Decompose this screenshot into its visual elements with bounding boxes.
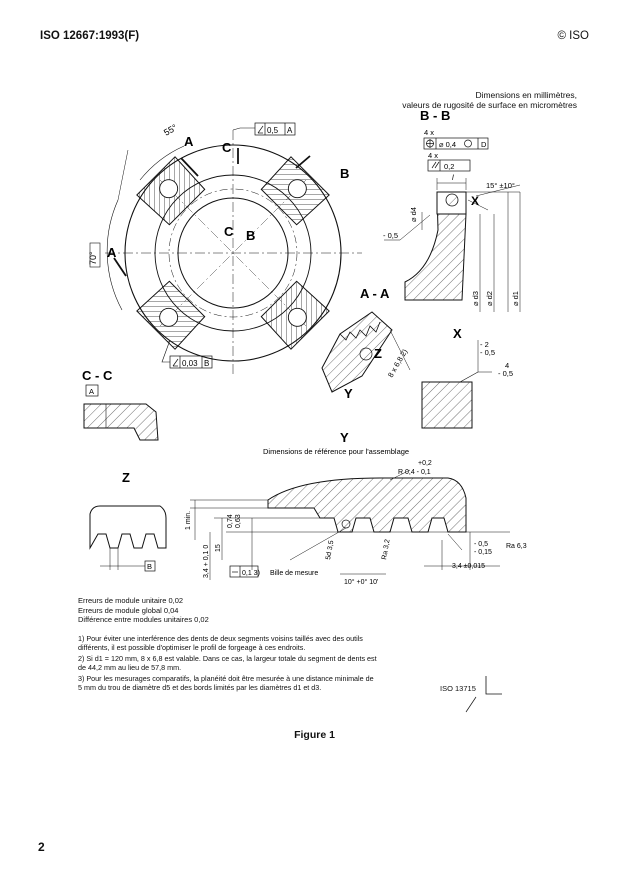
error-line-2: Erreurs de module global 0,04 (78, 605, 179, 615)
dimensions-note: Dimensions en millimètres, valeurs de ru… (360, 90, 577, 110)
y-3-4: 3,4 + 0,1 0 (203, 545, 210, 578)
cc-profile (83, 403, 159, 441)
bb-detail-x: X (471, 194, 479, 208)
y-flatness: 0,1 3) (242, 570, 260, 577)
bb-l-dim: l (452, 173, 454, 182)
tolerance-ref-b: B (204, 359, 209, 368)
y-ra-6-3: Ra 6,3 (506, 543, 527, 550)
y-flatness-frame (229, 565, 259, 578)
y-15: 15 (215, 544, 222, 552)
error-line-1: Erreurs de module unitaire 0,02 (78, 596, 184, 605)
z-profile (89, 505, 167, 572)
standard-number: ISO 12667:1993(F) (40, 30, 140, 42)
section-b-right: B (340, 166, 349, 181)
y-0-63: 0,63 (235, 514, 242, 528)
view-y-label: Y (340, 430, 349, 445)
dimensions-note-line1: Dimensions en millimètres, (475, 90, 577, 100)
front-view (105, 127, 362, 376)
y-profile (190, 469, 510, 580)
tolerance-0-03: 0,03 (182, 359, 198, 368)
footnote-2: 2) Si d1 = 120 mm, 8 x 6,8 est valable. … (78, 653, 377, 673)
y-ball: Bille de mesure (270, 570, 318, 577)
tolerance-frame-bottom (169, 355, 213, 369)
footnote-3: 3) Pour les mesurages comparatifs, la pl… (78, 673, 374, 693)
section-a-top: A (184, 134, 194, 149)
view-aa-label: A - A (360, 286, 390, 301)
aa-detail-y: Y (344, 386, 353, 401)
dimensions-note-line2: valeurs de rugosité de surface en microm… (402, 100, 577, 110)
y-3-4-tol: 3,4 ±0,015 (452, 563, 485, 570)
y-section-title: Dimensions de référence pour l'assemblag… (263, 447, 409, 456)
footnotes: 1) Pour éviter une interférence des dent… (78, 634, 378, 693)
module-errors: Erreurs de module unitaire 0,02 Erreurs … (78, 596, 209, 625)
aa-detail-z: Z (374, 346, 382, 361)
y-ra-3-2: Ra 3,2 (381, 539, 391, 561)
bb-d1: ⌀ d1 (511, 291, 520, 306)
page-number: 2 (38, 840, 45, 854)
footnote-1: 1) Pour éviter une interférence des dent… (78, 634, 363, 653)
tolerance-0-5: 0,5 (267, 126, 279, 135)
error-line-3: Différence entre modules unitaires 0,02 (78, 615, 209, 624)
bb-position-ref: D (481, 140, 487, 149)
view-z-label: Z (122, 470, 130, 485)
x-4: 4 (505, 361, 509, 370)
cc-ref-a: A (89, 387, 94, 396)
aa-module: 8 x 6,8 2) (386, 347, 410, 379)
section-a-left: A (107, 245, 117, 260)
x-minus-2: - 2 (480, 340, 489, 349)
aa-profile (321, 311, 411, 393)
section-c-top: C (222, 140, 232, 155)
bb-angle: 15° ±10° (486, 181, 515, 190)
bb-parallel-tol: 0,2 (444, 162, 454, 171)
tolerance-ref-a: A (287, 126, 293, 135)
y-plus-0-2: +0,2 (418, 460, 432, 467)
y-5d: 5d 3,5 (325, 540, 335, 560)
bb-d4: ⌀ d4 (409, 207, 418, 222)
y-0-74: 0,74 (227, 514, 234, 528)
bb-profile (384, 178, 521, 312)
y-minus-0-5: - 0,5 (474, 541, 488, 548)
y-1-min: 1 min. (185, 511, 192, 530)
y-radius: R 0,4 - 0,1 (398, 469, 431, 476)
bb-position-tol: ⌀ 0,4 (439, 140, 456, 149)
angle-70: 70° (88, 251, 98, 265)
bb-4x-b: 4 x (428, 151, 438, 160)
bb-position-frame (423, 137, 489, 150)
y-minus-0-15: - 0,15 (474, 549, 492, 556)
bb-parallel-frame (427, 159, 471, 172)
x-minus-0-5a: - 0,5 (480, 348, 495, 357)
view-cc-label: C - C (82, 368, 113, 383)
angle-55: 55° (162, 122, 179, 138)
view-bb-label: B - B (420, 108, 450, 123)
x-minus-0-5b: - 0,5 (498, 369, 513, 378)
iso-reference: ISO 13715 (440, 684, 476, 693)
iso-edge-symbol (465, 676, 502, 713)
copyright-mark: © ISO (557, 30, 589, 42)
figure-title: Figure 1 (294, 729, 335, 741)
section-c-center: C (224, 224, 234, 239)
view-x-label: X (453, 326, 462, 341)
z-ref-b: B (147, 562, 152, 571)
bb-minus-0-5: - 0,5 (383, 231, 398, 240)
bb-d3: ⌀ d3 (471, 291, 480, 306)
tolerance-frame-top (254, 122, 296, 136)
bb-4x-a: 4 x (424, 128, 434, 137)
detail-x-profile (421, 340, 492, 429)
y-angle: 10° +0° 10' (344, 578, 378, 586)
section-b-center: B (246, 228, 255, 243)
bb-d2: ⌀ d2 (485, 291, 494, 306)
